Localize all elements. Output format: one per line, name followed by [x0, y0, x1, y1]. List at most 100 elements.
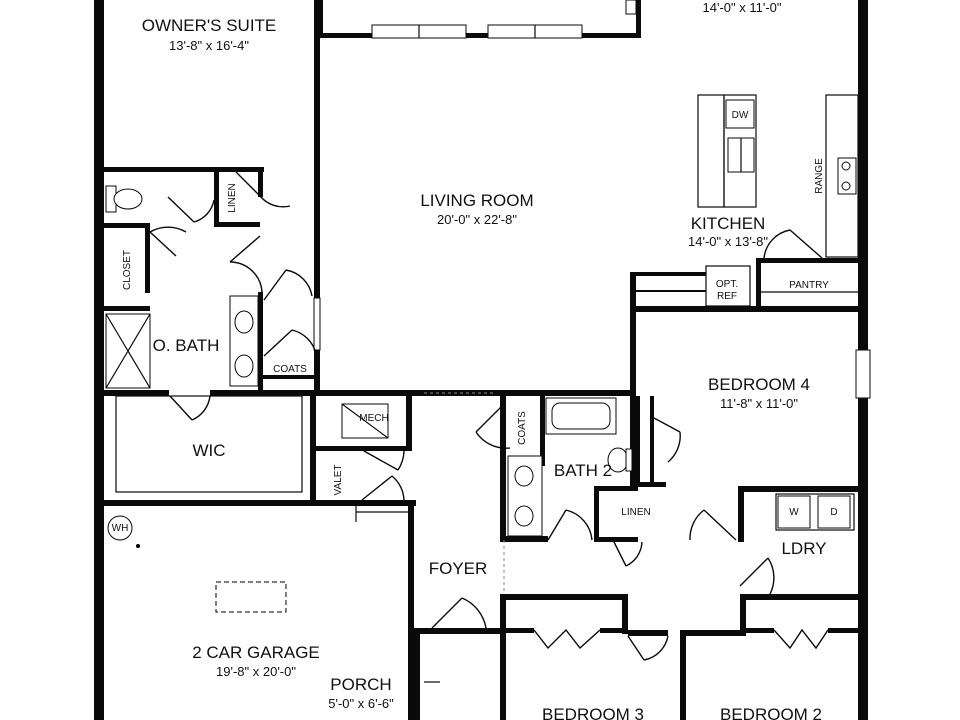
door-bath2: [547, 509, 593, 541]
living-room-top-wall: [318, 33, 640, 38]
owner-sink-1: [234, 310, 254, 334]
pantry-left-wall: [756, 258, 761, 308]
exterior-wall-left: [94, 0, 104, 720]
water-heater: [107, 515, 133, 541]
bath2-left-wall: [500, 396, 506, 540]
doors: [149, 171, 829, 661]
thin-lines: [115, 94, 859, 594]
closet-wall: [145, 223, 150, 293]
bed4-closet-wall: [650, 396, 654, 486]
mech-label: MECH: [359, 413, 388, 424]
burner-1: [841, 161, 851, 171]
door-valet: [363, 450, 405, 471]
door-closet: [149, 226, 187, 257]
mech-bottom-wall: [316, 446, 410, 451]
linen-bottom-wall: [214, 222, 260, 227]
attic-access: [215, 581, 287, 613]
bedroom4-label: BEDROOM 4: [708, 375, 810, 394]
coats-right-wall: [540, 396, 545, 466]
door-coats-owner-2: [263, 329, 317, 357]
bed4-closet-bottom: [636, 482, 666, 487]
linen-hall-label: LINEN: [621, 507, 650, 518]
laundry-top-wall: [738, 486, 858, 492]
bedroom4-top-wall: [630, 306, 858, 312]
door-coats-owner: [263, 269, 313, 301]
dishwasher: [725, 99, 755, 129]
mech-x: [341, 403, 389, 439]
door-wc: [167, 196, 215, 223]
door-bedroom4: [689, 509, 737, 541]
o-bath-label: O. BATH: [153, 336, 220, 355]
top-right-room-dims: 14'-0" x 11'-0": [703, 0, 782, 15]
pantry-label: PANTRY: [789, 280, 829, 291]
bedroom2-label: BEDROOM 2: [720, 705, 822, 720]
door-owner-bath: [229, 235, 263, 295]
door-laundry: [739, 557, 775, 595]
labels: OWNER'S SUITE 13'-8" x 16'-4" 14'-0" x 1…: [112, 0, 838, 720]
linen-bottom-wall: [594, 537, 638, 542]
living-room-label: LIVING ROOM: [420, 191, 533, 210]
bed3-closet-top: [506, 594, 628, 600]
window-bedroom4: [855, 349, 871, 399]
linen-right-wall: [258, 167, 263, 197]
wic-right-wall: [310, 390, 316, 506]
porch-left-wall: [414, 634, 420, 720]
bed3-closet-bottom-right: [600, 628, 628, 633]
opt-ref-top-wall: [634, 272, 706, 276]
pantry-top-wall: [756, 258, 858, 263]
opt-ref-label-2: REF: [717, 291, 737, 302]
garage-label: 2 CAR GARAGE: [192, 643, 320, 662]
bed-hall-wall-right: [680, 630, 746, 636]
bed2-closet-bottom-left: [740, 628, 774, 633]
kitchen-island: [723, 94, 757, 208]
bifold-bed2: [773, 628, 829, 650]
toilet-wall: [214, 167, 219, 225]
bed3-bed2-divider: [680, 630, 686, 720]
central-hall-top-wall: [210, 390, 636, 396]
exterior-wall-right-bottom: [858, 398, 868, 720]
bath2-tub-inner: [551, 402, 611, 430]
range-counter: [825, 94, 859, 258]
window-suite-divider: [313, 297, 321, 351]
counter-line: [636, 290, 706, 292]
linen-top-wall: [594, 486, 638, 491]
door-linen: [235, 171, 291, 208]
bed2-closet-top: [740, 594, 858, 600]
windows: [313, 0, 871, 399]
coats-bottom-wall: [263, 375, 318, 379]
wic-top-wall-left: [104, 390, 169, 396]
living-room-dims: 20'-0" x 22'-8": [437, 212, 517, 227]
door-bedroom3: [627, 635, 669, 661]
owners-suite-dims: 13'-8" x 16'-4": [169, 38, 249, 53]
owners-suite-label: OWNER'S SUITE: [142, 16, 277, 35]
door-coats-hall: [475, 403, 511, 449]
laundry-cabinet: [775, 493, 855, 531]
bed3-closet-right: [622, 594, 628, 634]
wic-shelves: [115, 395, 303, 493]
bifold-bed3: [533, 628, 601, 650]
coats-hall-label: COATS: [517, 411, 528, 445]
mech-right-wall: [406, 396, 412, 451]
door-wic: [169, 395, 211, 421]
bath2-label: BATH 2: [554, 461, 612, 480]
window-top-right-door: [625, 0, 637, 15]
porch-label: PORCH: [330, 675, 391, 694]
bath2-toilet-tank: [625, 448, 633, 472]
kitchen-dims: 14'-0" x 13'-8": [688, 234, 768, 249]
foyer-left-wall: [408, 500, 414, 720]
wc-bottom-wall: [104, 223, 150, 228]
door-linen-hall: [613, 541, 643, 567]
door-bed4-closet: [653, 417, 681, 463]
valet-label: VALET: [333, 465, 344, 496]
ldry-label: LDRY: [781, 539, 826, 558]
dryer: [817, 495, 851, 529]
bath2-sink-2: [514, 505, 534, 527]
bath2-sink-1: [514, 465, 534, 487]
kitchen-left-stub: [630, 272, 636, 396]
suite-living-wall-lower: [314, 350, 320, 394]
door-front: [431, 597, 487, 629]
living-room-top-wall-right: [636, 0, 641, 38]
foyer-label: FOYER: [429, 559, 488, 578]
bed4-closet-wall-left: [634, 396, 640, 486]
